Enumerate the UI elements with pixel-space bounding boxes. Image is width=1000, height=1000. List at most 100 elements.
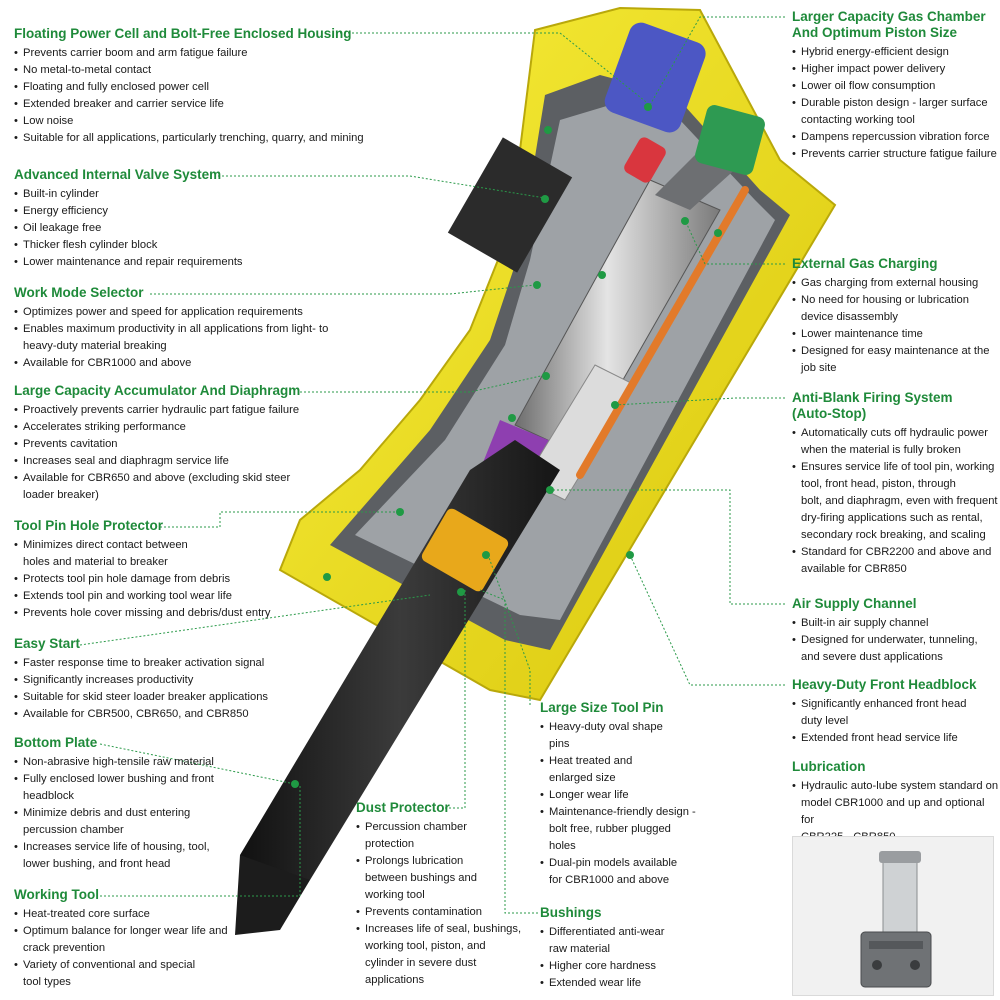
feature-bullets: Hybrid energy-efficient design Higher im… [792, 44, 997, 163]
bullet: Lower maintenance time [792, 326, 989, 343]
feature-work-mode-selector: Work Mode Selector Optimizes power and s… [14, 285, 328, 372]
bullet: Increases service life of housing, tool,… [14, 839, 214, 873]
bullet: Lower oil flow consumption [792, 78, 997, 95]
callout-dots [291, 103, 722, 788]
bullet: Extended front head service life [792, 730, 977, 747]
feature-working-tool: Working Tool Heat-treated core surface O… [14, 887, 228, 991]
bullet: Extends tool pin and working tool wear l… [14, 588, 271, 605]
bullet: Available for CBR1000 and above [14, 355, 328, 372]
feature-title: Bushings [540, 905, 602, 920]
feature-large-size-tool-pin: Large Size Tool Pin Heavy-duty oval shap… [540, 700, 696, 889]
feature-bullets: Automatically cuts off hydraulic power w… [792, 425, 998, 578]
feature-bullets: Built-in cylinder Energy efficiency Oil … [14, 186, 243, 271]
bullet: Significantly enhanced front head duty l… [792, 696, 977, 730]
bullet: Heat treated and enlarged size [540, 753, 696, 787]
feature-title: Floating Power Cell and Bolt-Free Enclos… [14, 26, 352, 41]
bullet: No need for housing or lubrication devic… [792, 292, 989, 326]
feature-bullets: Minimizes direct contact between holes a… [14, 537, 271, 622]
feature-title: Air Supply Channel [792, 596, 917, 611]
feature-internal-valve-system: Advanced Internal Valve System Built-in … [14, 167, 243, 271]
bullet: Thicker flesh cylinder block [14, 237, 243, 254]
feature-bullets: Gas charging from external housing No ne… [792, 275, 989, 377]
bullet: Higher core hardness [540, 958, 664, 975]
bullet: Heavy-duty oval shape pins [540, 719, 696, 753]
bullet: Optimizes power and speed for applicatio… [14, 304, 328, 321]
feature-bullets: Differentiated anti-wear raw material Hi… [540, 924, 664, 992]
feature-title: Anti-Blank Firing System (Auto-Stop) [792, 390, 953, 421]
bullet: Percussion chamber protection [356, 819, 521, 853]
bullet: Automatically cuts off hydraulic power w… [792, 425, 998, 459]
bullet: Low noise [14, 113, 364, 130]
bullet: Built-in air supply channel [792, 615, 978, 632]
bullet: Prevents hole cover missing and debris/d… [14, 605, 271, 622]
bullet: Fully enclosed lower bushing and front h… [14, 771, 214, 805]
bullet: Prevents carrier boom and arm fatigue fa… [14, 45, 364, 62]
bullet: Variety of conventional and special tool… [14, 957, 228, 991]
feature-bullets: Non-abrasive high-tensile raw material F… [14, 754, 214, 873]
bullet: Available for CBR650 and above (excludin… [14, 470, 300, 504]
feature-bullets: Built-in air supply channel Designed for… [792, 615, 978, 666]
bullet: Lower maintenance and repair requirement… [14, 254, 243, 271]
feature-title: Working Tool [14, 887, 99, 902]
bullet: Increases seal and diaphragm service lif… [14, 453, 300, 470]
feature-title: Larger Capacity Gas Chamber And Optimum … [792, 9, 986, 40]
feature-tool-pin-hole-protector: Tool Pin Hole Protector Minimizes direct… [14, 518, 271, 622]
bullet: Standard for CBR2200 and above and avail… [792, 544, 998, 578]
bullet: Suitable for skid steer loader breaker a… [14, 689, 268, 706]
feature-anti-blank-firing: Anti-Blank Firing System (Auto-Stop) Aut… [792, 390, 998, 578]
feature-bullets: Percussion chamber protection Prolongs l… [356, 819, 521, 989]
bullet: Extended breaker and carrier service lif… [14, 96, 364, 113]
bullet: Maintenance-friendly design - bolt free,… [540, 804, 696, 855]
bullet: Proactively prevents carrier hydraulic p… [14, 402, 300, 419]
bullet: Enables maximum productivity in all appl… [14, 321, 328, 355]
bullet: Built-in cylinder [14, 186, 243, 203]
bullet: Faster response time to breaker activati… [14, 655, 268, 672]
bullet: Longer wear life [540, 787, 696, 804]
working-tool [235, 440, 560, 935]
bullet: Prolongs lubrication between bushings an… [356, 853, 521, 904]
feature-front-headblock: Heavy-Duty Front Headblock Significantly… [792, 677, 977, 747]
bullet: Suitable for all applications, particula… [14, 130, 364, 147]
feature-bullets: Prevents carrier boom and arm fatigue fa… [14, 45, 364, 147]
feature-bullets: Faster response time to breaker activati… [14, 655, 268, 723]
feature-title: Lubrication [792, 759, 866, 774]
feature-bullets: Heat-treated core surface Optimum balanc… [14, 906, 228, 991]
bullet: Increases life of seal, bushings, workin… [356, 921, 521, 989]
bullet: Significantly increases productivity [14, 672, 268, 689]
feature-title: Tool Pin Hole Protector [14, 518, 164, 533]
feature-bullets: Significantly enhanced front head duty l… [792, 696, 977, 747]
bullet: Dampens repercussion vibration force [792, 129, 997, 146]
bullet: Optimum balance for longer wear life and… [14, 923, 228, 957]
feature-title: External Gas Charging [792, 256, 938, 271]
bullet: Hybrid energy-efficient design [792, 44, 997, 61]
feature-title: Work Mode Selector [14, 285, 144, 300]
feature-title: Heavy-Duty Front Headblock [792, 677, 977, 692]
feature-lubrication: Lubrication Hydraulic auto-lube system s… [792, 759, 1000, 846]
bullet: Non-abrasive high-tensile raw material [14, 754, 214, 771]
bullet: No metal-to-metal contact [14, 62, 364, 79]
feature-bullets: Proactively prevents carrier hydraulic p… [14, 402, 300, 504]
feature-bullets: Optimizes power and speed for applicatio… [14, 304, 328, 372]
bullet: Minimize debris and dust entering percus… [14, 805, 214, 839]
feature-floating-power-cell: Floating Power Cell and Bolt-Free Enclos… [14, 26, 364, 147]
bullet: Ensures service life of tool pin, workin… [792, 459, 998, 544]
feature-bushings: Bushings Differentiated anti-wear raw ma… [540, 905, 664, 992]
bullet: Available for CBR500, CBR650, and CBR850 [14, 706, 268, 723]
bullet: Prevents cavitation [14, 436, 300, 453]
bullet: Designed for easy maintenance at the job… [792, 343, 989, 377]
bullet: Minimizes direct contact between holes a… [14, 537, 271, 571]
feature-gas-chamber-piston: Larger Capacity Gas Chamber And Optimum … [792, 9, 997, 163]
feature-external-gas-charging: External Gas Charging Gas charging from … [792, 256, 989, 377]
bullet: Durable piston design - larger surface c… [792, 95, 997, 129]
feature-easy-start: Easy Start Faster response time to break… [14, 636, 268, 723]
auto-lube-device-image [792, 836, 994, 996]
feature-title: Bottom Plate [14, 735, 98, 750]
feature-bottom-plate: Bottom Plate Non-abrasive high-tensile r… [14, 735, 214, 873]
feature-title: Dust Protector [356, 800, 450, 815]
bullet: Extended wear life [540, 975, 664, 992]
bullet: Oil leakage free [14, 220, 243, 237]
bullet: Differentiated anti-wear raw material [540, 924, 664, 958]
feature-title: Easy Start [14, 636, 81, 651]
bullet: Prevents carrier structure fatigue failu… [792, 146, 997, 163]
